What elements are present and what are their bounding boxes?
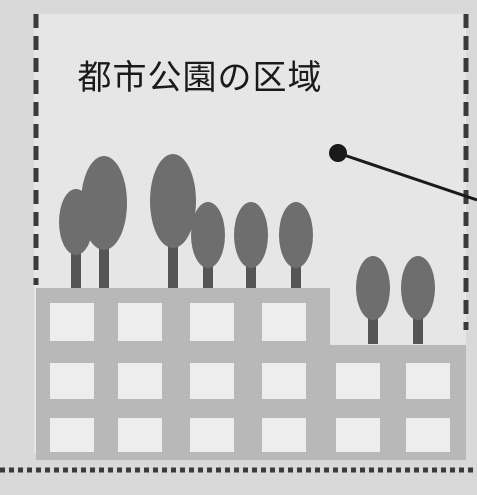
- tree-icon: [234, 202, 268, 288]
- tree-icon: [356, 256, 390, 344]
- building-windows: [50, 303, 450, 452]
- tree-icon: [81, 156, 127, 288]
- tree-icon: [191, 202, 225, 288]
- tree-icon: [279, 202, 313, 288]
- leader-line-dot: [329, 144, 347, 162]
- tree-icon: [150, 154, 196, 288]
- diagram-title: 都市公園の区域: [77, 58, 323, 98]
- tree-icon: [401, 256, 435, 344]
- leader-line: [337, 151, 477, 202]
